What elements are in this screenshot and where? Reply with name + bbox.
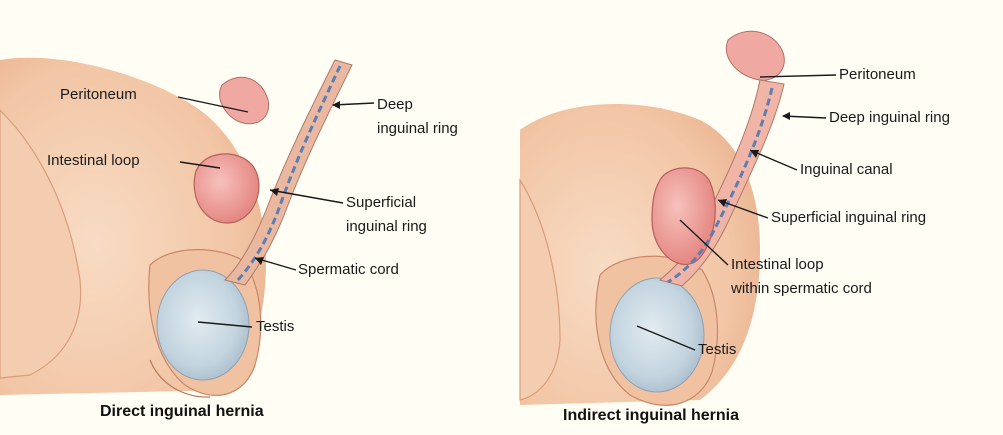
right-label-testis: Testis	[698, 341, 736, 359]
left-label-testis: Testis	[256, 318, 294, 336]
left-label-intestinal-loop: Intestinal loop	[47, 152, 140, 170]
left-label-superficial-line1: Superficial	[346, 194, 416, 212]
right-caption: Indirect inguinal hernia	[563, 407, 739, 425]
left-label-spermatic-cord: Spermatic cord	[298, 261, 399, 279]
right-label-loop-line1: Intestinal loop	[731, 256, 824, 274]
right-label-superficial-ring: Superficial inguinal ring	[771, 209, 926, 227]
left-caption: Direct inguinal hernia	[100, 403, 264, 421]
right-intestinal-loop	[652, 168, 715, 265]
left-label-superficial-line2: inguinal ring	[346, 218, 427, 236]
left-peritoneum-fold	[220, 77, 269, 123]
left-label-deep-ring-line2: inguinal ring	[377, 120, 458, 138]
left-label-peritoneum: Peritoneum	[60, 86, 137, 104]
right-label-inguinal-canal: Inguinal canal	[800, 161, 893, 179]
right-label-peritoneum: Peritoneum	[839, 66, 916, 84]
right-label-deep-ring: Deep inguinal ring	[829, 109, 950, 127]
left-intestinal-loop	[194, 154, 259, 223]
left-illustration	[0, 58, 352, 397]
right-peritoneum-top	[726, 31, 784, 80]
left-label-deep-ring-line1: Deep	[377, 96, 413, 114]
right-label-loop-line2: within spermatic cord	[731, 280, 872, 298]
right-illustration	[520, 31, 784, 405]
